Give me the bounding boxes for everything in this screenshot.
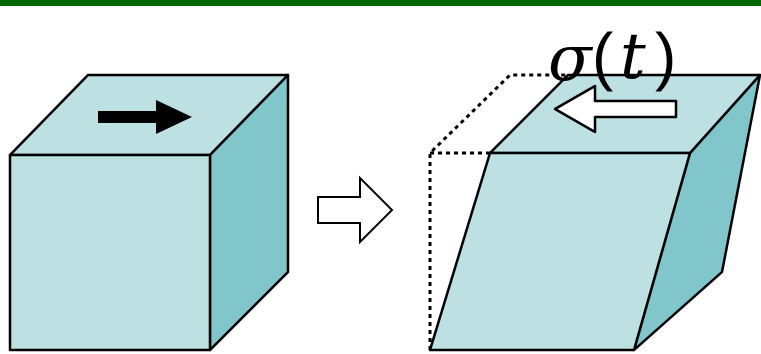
stress-arrow-icon [553, 84, 678, 134]
original-outline [428, 73, 568, 350]
top-bar [0, 0, 761, 6]
stress-variable: t [620, 20, 646, 94]
stress-label: σ ( t ) [548, 20, 676, 96]
stress-open-paren: ( [592, 20, 613, 92]
undeformed-cube [8, 73, 290, 352]
applied-force-arrow [98, 100, 192, 134]
undeformed-cube-front-face [8, 153, 212, 352]
sheared-cube-front-face [428, 151, 692, 352]
sheared-cube [428, 73, 761, 352]
stress-symbol: σ [548, 22, 594, 96]
transition-arrow-icon [317, 175, 394, 245]
stress-close-paren: ) [655, 20, 676, 92]
